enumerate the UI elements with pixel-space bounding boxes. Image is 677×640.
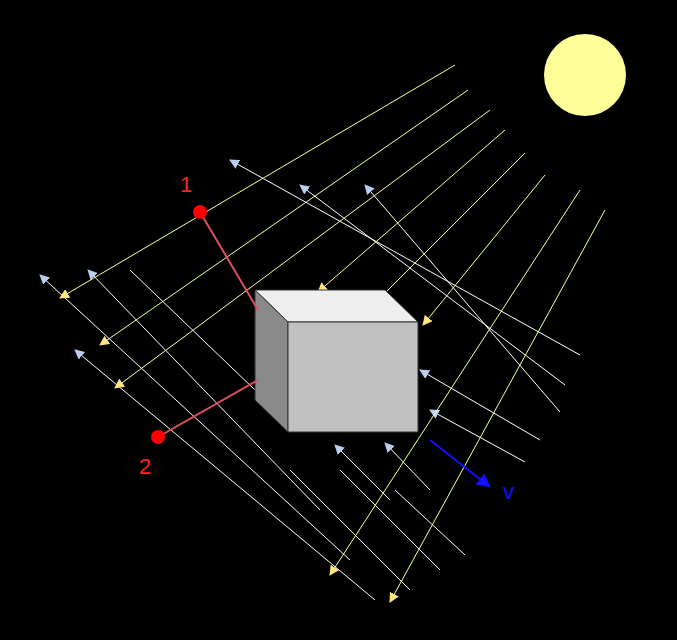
markers — [151, 205, 258, 444]
velocity-label: v — [503, 481, 514, 503]
white-rays — [40, 160, 580, 600]
sun-rays — [60, 65, 605, 602]
callout-number: 2 — [139, 456, 151, 478]
callout-number: 1 — [180, 174, 192, 196]
velocity-arrow — [430, 440, 490, 487]
cube — [255, 290, 418, 432]
sun — [544, 34, 626, 116]
